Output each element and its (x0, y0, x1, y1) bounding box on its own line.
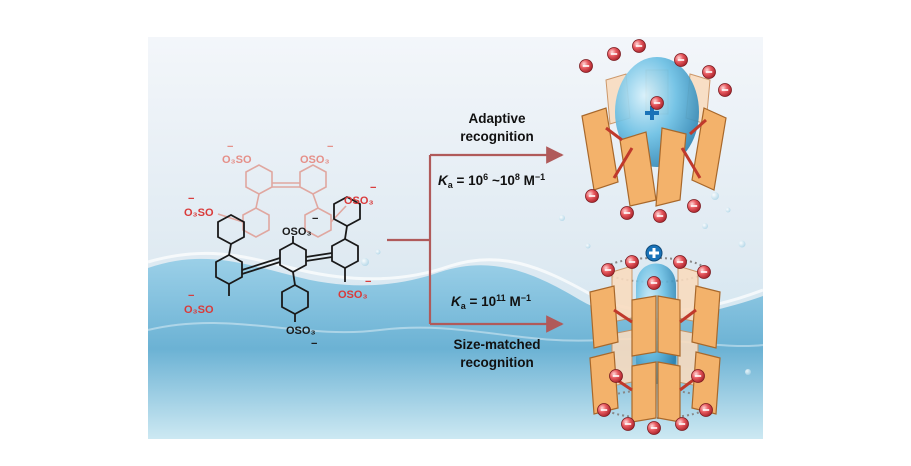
size-matched-complex (589, 244, 721, 435)
minus-charge-icon-bottom (647, 276, 661, 290)
minus-charge-icon (650, 96, 664, 110)
ka-bottom-label: Ka = 1011 M−1 (451, 293, 531, 311)
svg-text:−: − (327, 141, 333, 153)
sulfonate-label-3: O₃SO − (184, 193, 214, 219)
size-matched-label-line1: Size-matched (453, 337, 540, 352)
svg-text:−: − (311, 338, 317, 350)
plus-charge-icon (645, 106, 659, 120)
bubbles (361, 192, 751, 375)
svg-text:OSO₃: OSO₃ (344, 195, 374, 207)
svg-text:−: − (312, 213, 318, 225)
sulfonate-label-1: O₃SO − (222, 141, 252, 166)
adaptive-complex (579, 39, 732, 223)
plus-charge-icon-bottom (645, 244, 663, 262)
sulfonate-label-6: OSO₃ − (338, 276, 371, 301)
branch-arrows (387, 146, 564, 333)
host-molecule: O₃SO − OSO₃ − O₃SO − OSO₃ − O₃SO − OSO₃ … (184, 141, 376, 350)
svg-text:O₃SO: O₃SO (184, 304, 214, 316)
svg-text:−: − (227, 141, 233, 153)
sulfonate-label-4: OSO₃ − (344, 182, 376, 207)
svg-text:O₃SO: O₃SO (222, 154, 252, 166)
svg-text:−: − (370, 182, 376, 194)
svg-text:O₃SO: O₃SO (184, 207, 214, 219)
svg-text:−: − (188, 290, 194, 302)
adaptive-label-line2: recognition (460, 129, 534, 144)
svg-text:−: − (188, 193, 194, 205)
ka-top-label: Ka = 106 ~108 M−1 (438, 172, 545, 190)
sulfonate-label-5: O₃SO − (184, 290, 214, 316)
sulfonate-label-7: OSO₃ − (282, 213, 318, 238)
front-panels-bottom (589, 285, 721, 423)
svg-text:OSO₃: OSO₃ (286, 325, 316, 337)
svg-text:−: − (365, 276, 371, 288)
molecule-front-rings (215, 195, 361, 322)
svg-text:OSO₃: OSO₃ (282, 226, 312, 238)
linkers (605, 118, 707, 179)
adaptive-label-line1: Adaptive (468, 111, 526, 126)
sulfonate-label-8: OSO₃ − (286, 325, 317, 350)
svg-text:OSO₃: OSO₃ (300, 154, 330, 166)
svg-text:OSO₃: OSO₃ (338, 289, 368, 301)
sulfonate-label-2: OSO₃ − (300, 141, 333, 166)
size-matched-label-line2: recognition (460, 355, 534, 370)
